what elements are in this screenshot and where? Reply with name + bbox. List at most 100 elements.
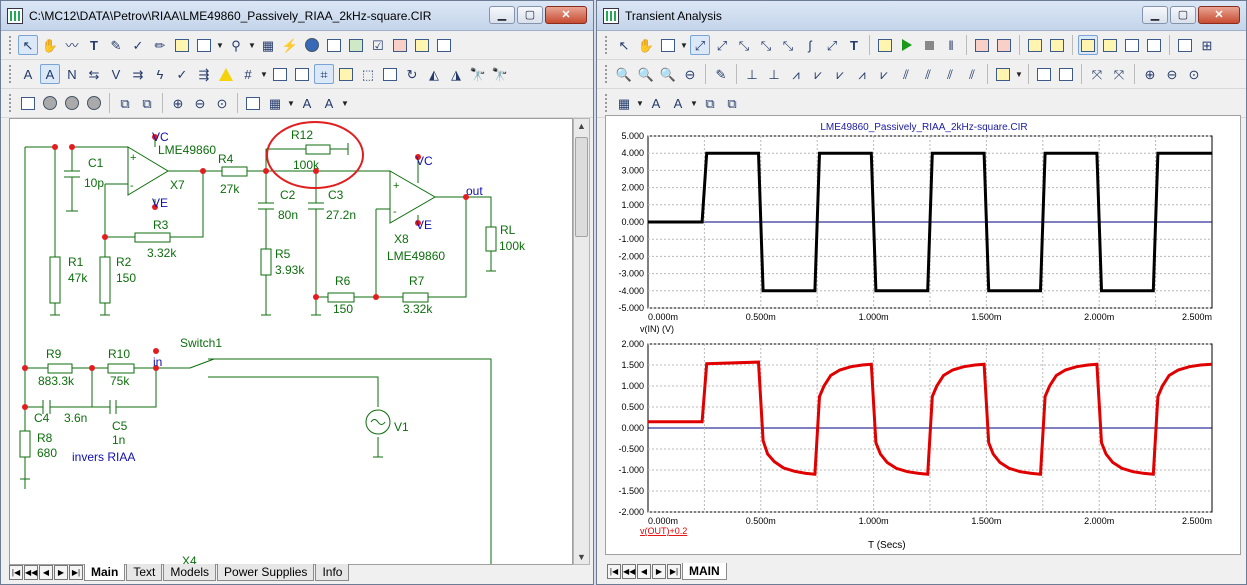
cursor-global-low-icon[interactable]: ⩗ bbox=[874, 64, 894, 84]
tab-text[interactable]: Text bbox=[126, 564, 162, 581]
cursor-bottom-icon[interactable]: ⫽ bbox=[940, 64, 960, 84]
paste-icon[interactable]: ⧉ bbox=[137, 93, 157, 113]
tab-prev-fast-icon[interactable]: ◀◀ bbox=[622, 564, 636, 579]
scroll-thumb[interactable] bbox=[575, 137, 588, 237]
help-icon[interactable] bbox=[324, 35, 344, 55]
run-icon[interactable] bbox=[897, 35, 917, 55]
zoom-fit-icon[interactable]: ⊙ bbox=[212, 93, 232, 113]
shapes-icon[interactable] bbox=[658, 35, 678, 55]
tab-prev-icon[interactable]: ◀ bbox=[637, 564, 651, 579]
zoom-fit-icon[interactable]: ⊙ bbox=[1184, 64, 1204, 84]
cursor-top-icon[interactable]: ⫽ bbox=[962, 64, 982, 84]
cursor-valley-icon[interactable]: ⊥ bbox=[764, 64, 784, 84]
font-color-icon[interactable]: A bbox=[668, 93, 688, 113]
rotate-icon[interactable]: ↻ bbox=[402, 64, 422, 84]
view-dropdown-icon[interactable]: ▼ bbox=[636, 99, 644, 108]
component-icon[interactable] bbox=[172, 35, 192, 55]
shapes-dropdown-icon[interactable]: ▼ bbox=[680, 41, 688, 50]
condition-display-icon[interactable]: ✓ bbox=[172, 64, 192, 84]
print-icon[interactable] bbox=[243, 93, 263, 113]
properties-icon[interactable] bbox=[875, 35, 895, 55]
mirror-right-icon[interactable]: ◮ bbox=[446, 64, 466, 84]
cancel-circle-icon[interactable] bbox=[62, 93, 82, 113]
node-numbers-icon[interactable]: N bbox=[62, 64, 82, 84]
tab-last-icon[interactable]: ▶| bbox=[667, 564, 681, 579]
fit-icon[interactable]: ⤧ bbox=[1109, 64, 1129, 84]
tab-main[interactable]: Main bbox=[84, 564, 125, 581]
schematic-canvas[interactable]: VC LME49860 VE X7 + - C1 10p R4 27k R12 … bbox=[9, 118, 573, 565]
tab-main-plot[interactable]: MAIN bbox=[682, 563, 727, 580]
layout-3-icon[interactable] bbox=[1122, 35, 1142, 55]
cursor-low-icon[interactable]: ⩗ bbox=[808, 64, 828, 84]
tab-next-icon[interactable]: ▶ bbox=[54, 565, 68, 580]
edit-plot-icon[interactable]: ✎ bbox=[711, 64, 731, 84]
node-voltages-icon[interactable]: ⇆ bbox=[84, 64, 104, 84]
transient-titlebar[interactable]: Transient Analysis ▁ ▢ ✕ bbox=[597, 1, 1246, 31]
bounds-icon[interactable]: ⬚ bbox=[358, 64, 378, 84]
close-button[interactable]: ✕ bbox=[1198, 6, 1240, 24]
globe-icon[interactable] bbox=[346, 35, 366, 55]
numbers-icon[interactable] bbox=[1056, 64, 1076, 84]
tab-power-supplies[interactable]: Power Supplies bbox=[217, 564, 314, 581]
notes-icon[interactable] bbox=[434, 35, 454, 55]
paste-icon[interactable]: ⧉ bbox=[722, 93, 742, 113]
shapes-dropdown-icon[interactable]: ▼ bbox=[216, 41, 224, 50]
zoom-out-icon[interactable]: ⊖ bbox=[190, 93, 210, 113]
grid-table-icon[interactable]: ▦ bbox=[258, 35, 278, 55]
layout-4-icon[interactable] bbox=[1144, 35, 1164, 55]
autoscale-icon[interactable]: ⤧ bbox=[1087, 64, 1107, 84]
voltage-display-icon[interactable]: V bbox=[106, 64, 126, 84]
minimize-button[interactable]: ▁ bbox=[489, 6, 515, 24]
grid-dropdown-icon[interactable]: ▼ bbox=[260, 70, 268, 79]
box-icon[interactable] bbox=[380, 64, 400, 84]
view-icon[interactable]: ▦ bbox=[614, 93, 634, 113]
tab-next-icon[interactable]: ▶ bbox=[652, 564, 666, 579]
text-mode-icon[interactable]: T bbox=[84, 35, 104, 55]
power-display-icon[interactable]: ϟ bbox=[150, 64, 170, 84]
graphics-icon[interactable]: ⤢ bbox=[822, 35, 842, 55]
zoom-in-icon[interactable]: ⊕ bbox=[168, 93, 188, 113]
scroll-up-icon[interactable]: ▲ bbox=[577, 121, 586, 131]
stepping-icon[interactable] bbox=[994, 35, 1014, 55]
tab-first-icon[interactable]: |◀ bbox=[9, 565, 23, 580]
view-dropdown-icon[interactable]: ▼ bbox=[287, 99, 295, 108]
properties-icon[interactable] bbox=[336, 64, 356, 84]
point-tag-icon[interactable]: ⤡ bbox=[734, 35, 754, 55]
draw-line-icon[interactable]: ✎ bbox=[106, 35, 126, 55]
tab-models[interactable]: Models bbox=[163, 564, 216, 581]
minimize-button[interactable]: ▁ bbox=[1142, 6, 1168, 24]
scale-mode-icon[interactable]: ⤢ bbox=[690, 35, 710, 55]
transient-analysis-window[interactable]: Transient Analysis ▁ ▢ ✕ ↖ ✋ ▼ ⤢ ⤢ ⤡ ⤡ ⤡… bbox=[596, 0, 1247, 585]
tree-icon[interactable]: ⚲ bbox=[226, 35, 246, 55]
attribute-text-icon[interactable]: A bbox=[18, 64, 38, 84]
cross-probe-icon[interactable]: ⌗ bbox=[314, 64, 334, 84]
copy-icon[interactable]: ⧉ bbox=[700, 93, 720, 113]
cursor-peak-icon[interactable]: ⊥ bbox=[742, 64, 762, 84]
page-icon[interactable] bbox=[270, 64, 290, 84]
split-grid-icon[interactable]: ⊞ bbox=[1197, 35, 1217, 55]
edit-icon[interactable] bbox=[390, 35, 410, 55]
font-color-icon[interactable]: A bbox=[319, 93, 339, 113]
list-icon[interactable] bbox=[412, 35, 432, 55]
clipboard-dropdown-icon[interactable]: ▼ bbox=[1015, 70, 1023, 79]
maximize-button[interactable]: ▢ bbox=[1170, 6, 1196, 24]
zoom-in-region-icon[interactable]: 🔍 bbox=[658, 64, 678, 84]
info-icon[interactable] bbox=[302, 35, 322, 55]
zoom-out-icon[interactable]: ⊖ bbox=[1162, 64, 1182, 84]
horizontal-tag-icon[interactable]: ⤡ bbox=[756, 35, 776, 55]
shapes-icon[interactable] bbox=[194, 35, 214, 55]
limits-icon[interactable] bbox=[972, 35, 992, 55]
tab-last-icon[interactable]: ▶| bbox=[69, 565, 83, 580]
numeric-output-icon[interactable] bbox=[1034, 64, 1054, 84]
scroll-down-icon[interactable]: ▼ bbox=[577, 552, 586, 562]
schematic-vertical-scrollbar[interactable]: ▲ ▼ bbox=[573, 118, 590, 565]
tab-first-icon[interactable]: |◀ bbox=[607, 564, 621, 579]
cursor-trough-icon[interactable]: ⫽ bbox=[918, 64, 938, 84]
font-color-dropdown-icon[interactable]: ▼ bbox=[690, 99, 698, 108]
pin-connections-icon[interactable]: ⇶ bbox=[194, 64, 214, 84]
wire-mode-icon[interactable]: 〰 bbox=[62, 35, 82, 55]
mirror-left-icon[interactable]: ◭ bbox=[424, 64, 444, 84]
show-attributes-icon[interactable]: A bbox=[40, 64, 60, 84]
cursor-mode-icon[interactable]: ⤢ bbox=[712, 35, 732, 55]
flag-icon[interactable]: ✓ bbox=[128, 35, 148, 55]
